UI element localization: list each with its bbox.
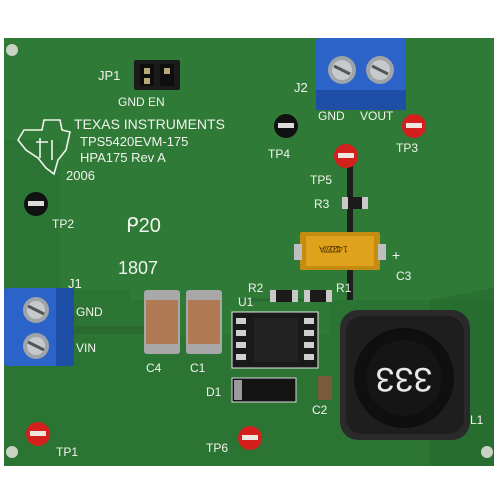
ic-u1 — [231, 311, 319, 369]
label-r1: R1 — [336, 281, 352, 295]
label-tp2: TP2 — [52, 217, 74, 231]
label-c4: C4 — [146, 361, 162, 375]
texas-instruments-logo — [17, 119, 71, 176]
label-c3-plus: + — [392, 247, 400, 263]
test-point-tp6 — [238, 426, 262, 450]
label-c2: C2 — [312, 403, 328, 417]
test-point-tp4 — [274, 114, 298, 138]
logo-text-ti: TEXAS INSTRUMENTS — [74, 116, 225, 132]
label-j2-gnd: GND — [318, 109, 345, 123]
tantalum-marking-2: 14227 — [323, 244, 348, 254]
label-j2: J2 — [294, 80, 308, 95]
resistor-r2 — [270, 290, 298, 302]
label-tp1: TP1 — [56, 445, 78, 459]
logo-text-rev: HPA175 Rev A — [80, 150, 166, 165]
label-j1: J1 — [68, 276, 82, 291]
terminal-block-j2 — [316, 38, 406, 110]
label-j2-vout: VOUT — [360, 109, 394, 123]
test-point-tp3 — [402, 114, 426, 138]
board-mark-code: ᑭ20 — [126, 215, 161, 237]
label-j1-gnd: GND — [76, 305, 103, 319]
capacitor-c3-tantalum: 107A 14227 — [294, 232, 386, 270]
logo-text-part: TPS5420EVM-175 — [80, 134, 188, 149]
label-r3: R3 — [314, 197, 330, 211]
label-c3: C3 — [396, 269, 412, 283]
test-point-tp5 — [334, 144, 358, 168]
label-r2: R2 — [248, 281, 264, 295]
jumper-jp1 — [134, 60, 180, 90]
board-lot-code: 1807 — [118, 258, 158, 278]
label-jp1: JP1 — [98, 68, 120, 83]
label-c1: C1 — [190, 361, 206, 375]
capacitor-c1 — [186, 290, 222, 354]
test-point-tp1 — [26, 422, 50, 446]
label-tp5: TP5 — [310, 173, 332, 187]
inductor-l1: 333 — [340, 310, 470, 440]
label-l1: L1 — [470, 413, 484, 427]
label-j1-vin: VIN — [76, 341, 96, 355]
label-tp3: TP3 — [396, 141, 418, 155]
tantalum-marking-1: 107A — [319, 244, 340, 254]
inductor-marking: 333 — [376, 360, 433, 398]
logo-year: 2006 — [66, 168, 95, 183]
diode-d1 — [231, 377, 297, 403]
capacitor-c4 — [144, 290, 180, 354]
label-tp4: TP4 — [268, 147, 290, 161]
label-tp6: TP6 — [206, 441, 228, 455]
resistor-r1 — [304, 290, 332, 302]
label-gnd-en: GND EN — [118, 95, 165, 109]
test-point-tp2 — [24, 192, 48, 216]
capacitor-c2 — [318, 376, 332, 400]
terminal-block-j1 — [4, 288, 74, 366]
label-u1: U1 — [238, 295, 254, 309]
label-d1: D1 — [206, 385, 222, 399]
